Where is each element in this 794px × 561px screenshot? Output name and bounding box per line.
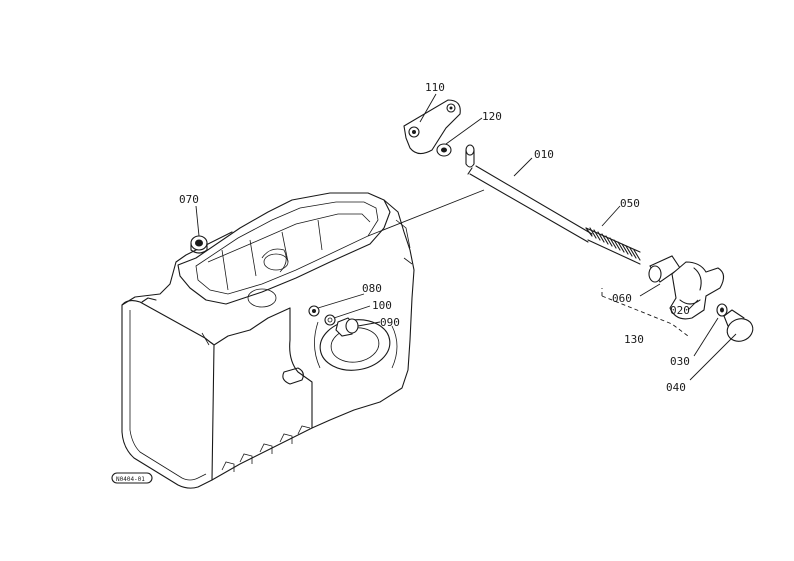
callout-130: 130 [624, 333, 644, 346]
figure-code-stamp: N0404-01 [111, 472, 153, 484]
part-030-pin [716, 303, 728, 317]
callout-120: 120 [482, 110, 502, 123]
callout-110: 110 [425, 81, 445, 94]
part-050-spring [585, 227, 641, 265]
figure-code-text: N0404-01 [116, 476, 145, 483]
callout-070: 070 [179, 193, 199, 206]
callout-010: 010 [534, 148, 554, 161]
part-120-nut [436, 143, 452, 157]
callout-100: 100 [372, 299, 392, 312]
part-070-bushing [190, 235, 208, 254]
part-040-plug [723, 309, 754, 342]
part-020-shift-fork [669, 261, 725, 320]
part-090-plug [335, 317, 359, 337]
callout-020: 020 [670, 304, 690, 317]
part-010-shift-rod [465, 144, 593, 243]
part-080-pin [308, 305, 320, 317]
callout-080: 080 [362, 282, 382, 295]
callout-040: 040 [666, 381, 686, 394]
assembly-leader-line [367, 189, 485, 237]
part-110-plate [403, 99, 461, 155]
callout-090: 090 [380, 316, 400, 329]
callout-060: 060 [612, 292, 632, 305]
callout-050: 050 [620, 197, 640, 210]
callout-leaders [195, 93, 737, 381]
callout-labels: 010 020 030 040 050 060 070 080 090 100 … [179, 81, 690, 394]
callout-030: 030 [670, 355, 690, 368]
transmission-case [121, 192, 415, 489]
part-100-washer [324, 314, 336, 326]
